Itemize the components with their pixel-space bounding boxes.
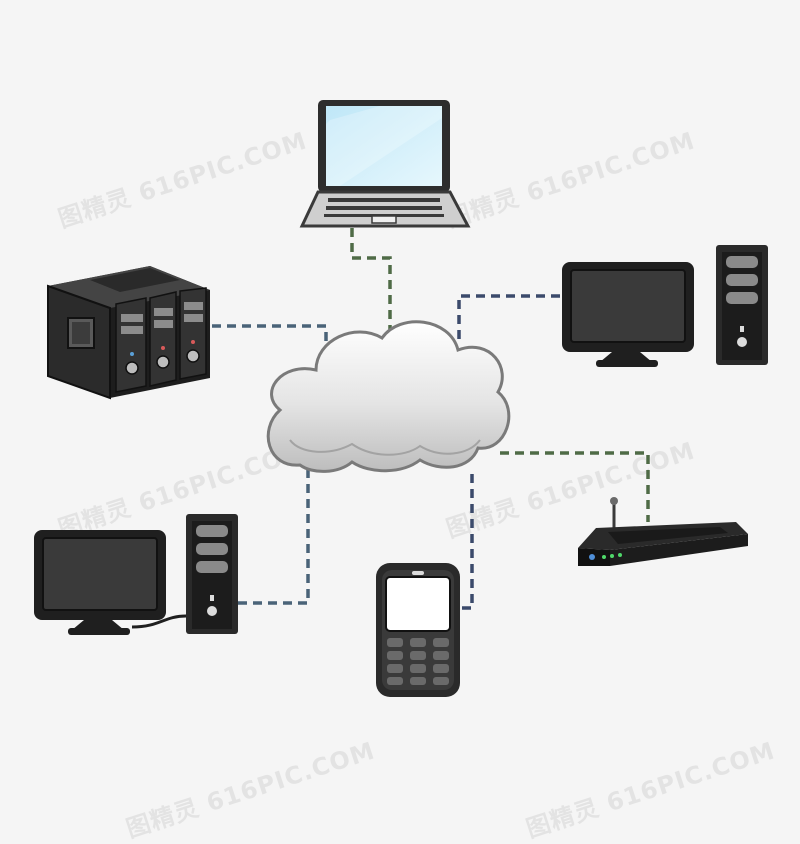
network-diagram (34, 100, 768, 697)
cloud-icon (266, 320, 511, 473)
link-router (500, 451, 650, 522)
link-laptop (350, 228, 392, 330)
connection-links (212, 228, 650, 610)
link-desktop-right (457, 294, 560, 342)
laptop-icon (299, 100, 471, 228)
desktop-computer-icon (34, 514, 238, 635)
server-rack-icon (47, 266, 210, 400)
router-icon (578, 497, 748, 566)
mobile-phone-icon (376, 563, 460, 697)
link-mobile-phone (462, 468, 474, 610)
link-server-rack (212, 324, 328, 348)
link-desktop-left (238, 462, 310, 605)
desktop-computer-icon (562, 245, 768, 367)
